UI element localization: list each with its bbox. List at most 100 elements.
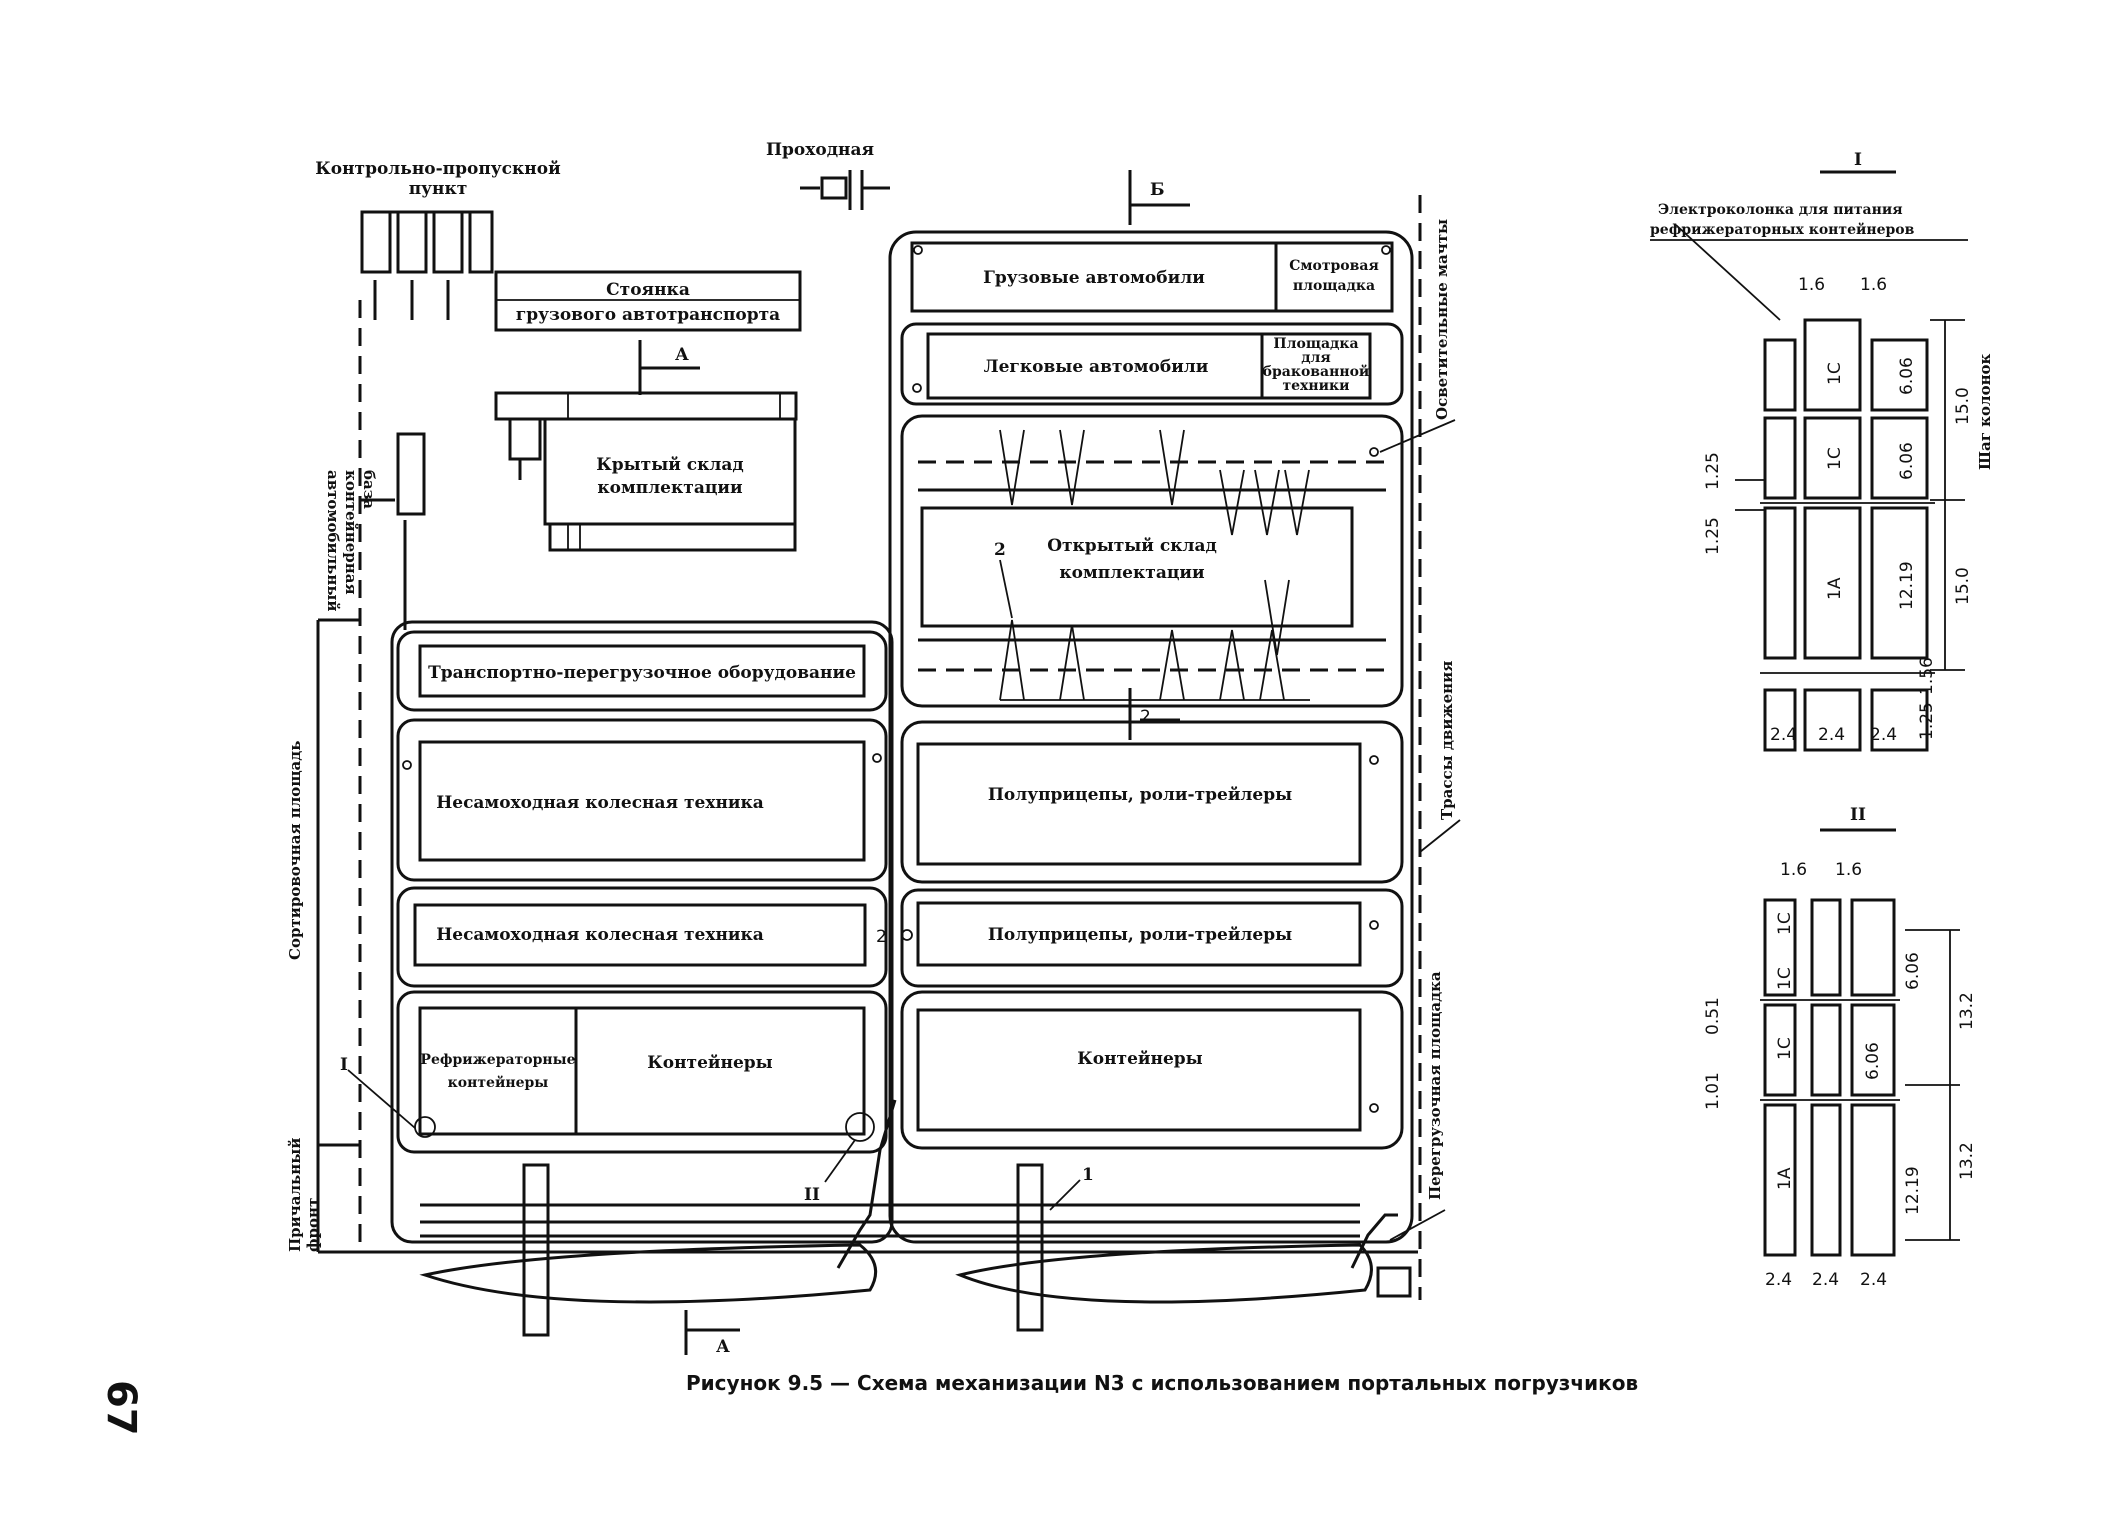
lighting-masts-label: Осветительные мачты — [1433, 219, 1451, 420]
detail-i-container-label-3: 1A — [1825, 577, 1845, 600]
detail-i-container-3 — [1803, 506, 1862, 660]
detail-ii-outer-dim-1: 13.2 — [1957, 992, 1977, 1030]
sorting-area-label: Сортировочная площадь — [286, 741, 304, 960]
wheeled-equipment-box-1 — [418, 740, 866, 862]
detail-ii-title: II — [1850, 805, 1866, 825]
wheeled-equipment-label-2: Несамоходная колесная техника — [436, 925, 764, 945]
open-warehouse-frame — [900, 414, 1404, 708]
berth-front-label-2: фронт — [304, 1198, 322, 1252]
wheeled-equipment-box-2 — [413, 903, 867, 967]
auto-base-booth — [396, 432, 426, 516]
detail-i-container-label-1: 1C — [1825, 362, 1845, 385]
left-terminal-block: Транспортно-перегрузочное оборудование Н… — [390, 620, 894, 1244]
detail-ii-container-1 — [1763, 898, 1797, 997]
detail-i-bottom-1: 2.4 — [1770, 725, 1797, 745]
berth-front: 1 — [318, 1099, 1418, 1337]
detail-i-gap-2: 1.25 — [1703, 517, 1723, 555]
detail-ii-bottom-3: 2.4 — [1860, 1270, 1887, 1290]
mark-a-top: А — [675, 345, 689, 365]
checkpoint-label-2: пункт — [409, 179, 468, 199]
checkpoint-area: Контрольно-пропускной пункт — [315, 159, 561, 320]
inspection-label-1: Смотровая — [1289, 258, 1379, 274]
detail-i-low-dim-2: 1.25 — [1917, 702, 1937, 740]
reject-label-1: Площадка — [1273, 336, 1358, 352]
checkpoint-gates — [360, 210, 494, 320]
page-number: 67 — [98, 1380, 144, 1436]
ship-left — [419, 1243, 878, 1304]
auto-base-label-1: автомобильный — [324, 470, 342, 612]
detail-i-note-2: рефрижераторных контейнеров — [1650, 221, 1915, 238]
detail-ii-side-dim-3: 12.19 — [1903, 1166, 1923, 1215]
callout-II: II — [804, 1139, 856, 1205]
portal-crane-left — [522, 1163, 550, 1337]
detail-i-top-dim-1: 1.6 — [1798, 275, 1825, 295]
right-terminal-block: Грузовые автомобили Смотровая площадка Л… — [888, 230, 1414, 1244]
detail-i-bottom-3: 2.4 — [1870, 725, 1897, 745]
containers-box-left — [418, 1006, 866, 1136]
detail-i-top-dim-2: 1.6 — [1860, 275, 1887, 295]
mark-i: I — [340, 1055, 348, 1075]
detail-ii-container-label-4: 1A — [1775, 1167, 1795, 1190]
detail-ii-container-label-3: 1C — [1775, 1037, 1795, 1060]
detail-ii-top-dim-1: 1.6 — [1780, 860, 1807, 880]
left-road: автомобильный контейнерная база — [324, 300, 426, 1250]
mark-ii: II — [804, 1185, 820, 1205]
detail-i-bottom-2: 2.4 — [1818, 725, 1845, 745]
detail-ii-side-dim-2: 6.06 — [1863, 1042, 1883, 1080]
transfer-area-label: Перегрузочная площадка — [1426, 971, 1444, 1200]
detail-i-low-dim-1: 1.56 — [1917, 657, 1937, 695]
mark-2: 2 — [994, 540, 1006, 560]
detail-i-side-dim-1: 6.06 — [1897, 357, 1917, 395]
portal-loaders-bottom — [999, 619, 1310, 701]
detail-ii-gap-1: 0.51 — [1703, 997, 1723, 1035]
open-warehouse-box — [920, 506, 1354, 628]
auto-base-label-2: контейнерная — [342, 470, 360, 595]
passage-label: Проходная — [766, 140, 874, 160]
truck-parking-label-1: Стоянка — [606, 280, 690, 300]
traffic-routes-label: Трассы движения — [1438, 661, 1456, 820]
reject-label-3: бракованной — [1263, 363, 1370, 380]
inspection-label-2: площадка — [1293, 278, 1375, 294]
cars-label: Легковые автомобили — [984, 357, 1209, 377]
checkpoint-label-1: Контрольно-пропускной — [315, 159, 561, 179]
detail-ii-top-dim-2: 1.6 — [1835, 860, 1862, 880]
detail-i-title: I — [1854, 150, 1862, 170]
mark-b: Б — [1150, 180, 1165, 200]
detail-i-gap-1: 1.25 — [1703, 452, 1723, 490]
truck-parking-box — [494, 270, 802, 332]
section-mark-a-top: А — [638, 340, 700, 395]
mark-a-bottom: А — [716, 1337, 730, 1357]
open-warehouse-label-1: Открытый склад — [1047, 536, 1217, 556]
covered-warehouse-label-2: комплектации — [597, 478, 743, 498]
open-warehouse-label-2: комплектации — [1059, 563, 1205, 583]
reject-label-2: для — [1301, 350, 1331, 366]
detail-ii: II 1.6 1.6 1C 1C 1C 1A 6.06 6.06 12.19 1… — [1703, 805, 1977, 1290]
trucks-box — [910, 241, 1394, 313]
covered-warehouse: Крытый склад комплектации — [494, 391, 798, 552]
reefer-label-2: контейнеры — [448, 1074, 549, 1091]
detail-ii-container-3 — [1763, 1103, 1797, 1257]
truck-parking-label-2: грузового автотранспорта — [516, 305, 780, 325]
semi-trailers-box-2 — [916, 901, 1362, 967]
reject-label-4: техники — [1282, 378, 1349, 394]
callout-I: I — [340, 1055, 416, 1129]
wheeled-equipment-label-1: Несамоходная колесная техника — [436, 793, 764, 813]
right-road: Осветительные мачты Трассы движения Пере… — [1379, 195, 1461, 1300]
auto-base-label-3: база — [360, 470, 378, 509]
semi-trailers-label-2: Полуприцепы, роли-трейлеры — [988, 925, 1292, 945]
detail-ii-container-label-1: 1C — [1775, 912, 1795, 935]
detail-ii-gap-2: 1.01 — [1703, 1072, 1723, 1110]
right-block-outline — [888, 230, 1414, 1244]
detail-ii-container-2 — [1763, 1003, 1797, 1097]
cars-box — [926, 332, 1372, 400]
detail-i: I Электроколонка для питания рефрижерато… — [1650, 150, 1994, 752]
figure-caption: Рисунок 9.5 — Схема механизации N3 с исп… — [686, 1371, 1638, 1395]
detail-i-container-label-2: 1C — [1825, 447, 1845, 470]
containers-label-left: Контейнеры — [647, 1053, 772, 1073]
detail-i-note-1: Электроколонка для питания — [1658, 202, 1903, 218]
semi-trailers-box-1 — [916, 742, 1362, 866]
transfer-box — [1376, 1266, 1412, 1298]
containers-label-right: Контейнеры — [1077, 1049, 1202, 1069]
transship-box — [418, 644, 866, 698]
